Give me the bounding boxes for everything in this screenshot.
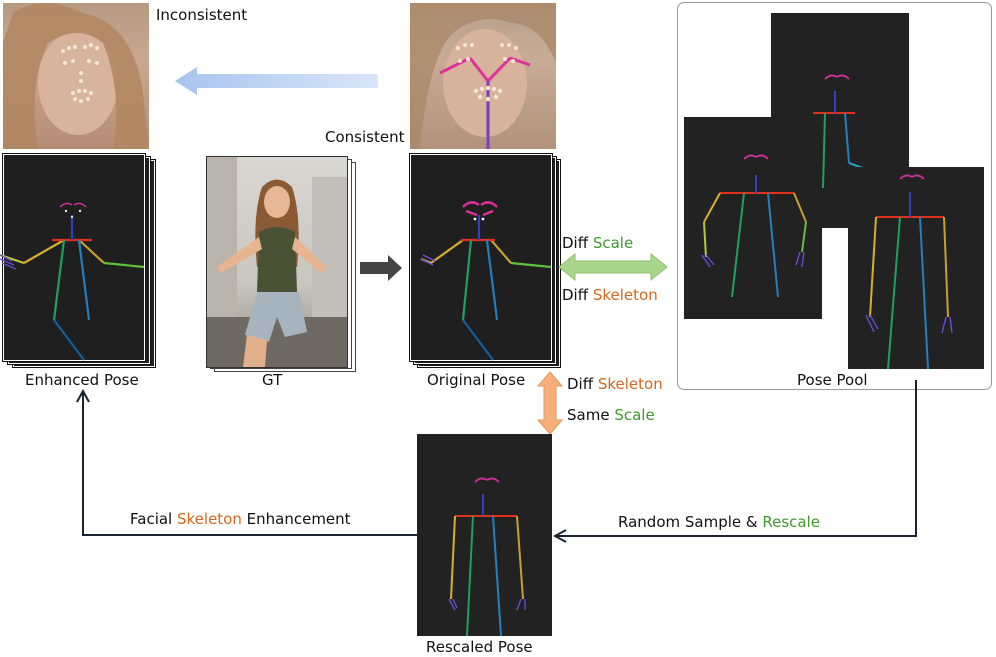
skeleton-word: Skeleton — [592, 286, 658, 304]
enhanced-pose-label: Enhanced Pose — [25, 371, 139, 389]
gt-to-original-arrow — [360, 255, 402, 281]
diff-skeleton-label: Diff Skeleton — [562, 286, 658, 304]
consistent-label: Consistent — [325, 128, 405, 146]
gt-label: GT — [262, 371, 283, 389]
diff-scale-label: Diff Scale — [562, 234, 634, 252]
pool-pose-2 — [684, 117, 822, 319]
original-pose-label: Original Pose — [427, 371, 526, 389]
scale-word: Scale — [592, 234, 634, 252]
original-pose-skeleton — [420, 201, 552, 361]
facial-skeleton-word: Skeleton — [177, 510, 242, 528]
same-scale-label: Same Scale — [567, 406, 655, 424]
pool-pose-3-skeleton — [865, 174, 953, 370]
rescaled-pose-label: Rescaled Pose — [426, 638, 533, 656]
green-double-arrow — [558, 252, 668, 282]
enhanced-pose-skeleton — [0, 202, 145, 361]
orange-skeleton-word: Skeleton — [597, 375, 663, 393]
gt-image — [206, 156, 348, 368]
facial-enhancement-label: Facial Skeleton Enhancement — [130, 510, 351, 528]
face-inconsistent-drawing — [3, 3, 149, 149]
rescale-word: Rescale — [762, 513, 820, 531]
face-consistent-drawing — [410, 3, 556, 149]
pool-pose-2-skeleton — [701, 154, 807, 298]
pool-pose-3 — [848, 167, 984, 370]
blue-left-arrow — [175, 67, 378, 95]
rescaled-pose-panel — [417, 434, 552, 637]
face-inconsistent-image — [3, 3, 149, 149]
random-sample-label: Random Sample & Rescale — [618, 513, 820, 531]
rescaled-pose-skeleton — [448, 477, 526, 637]
gt-drawing — [207, 157, 347, 367]
inconsistent-label: Inconsistent — [156, 6, 248, 24]
same-scale-word: Scale — [614, 406, 655, 424]
pose-pool-label: Pose Pool — [797, 371, 868, 389]
enhanced-pose-stack — [0, 154, 155, 367]
original-pose-stack — [410, 154, 560, 367]
face-consistent-image — [410, 3, 556, 149]
pool-pose-1-skeleton — [813, 74, 864, 189]
pose-pool-box — [677, 2, 992, 390]
orange-diff-skeleton-label: Diff Skeleton — [567, 375, 663, 393]
